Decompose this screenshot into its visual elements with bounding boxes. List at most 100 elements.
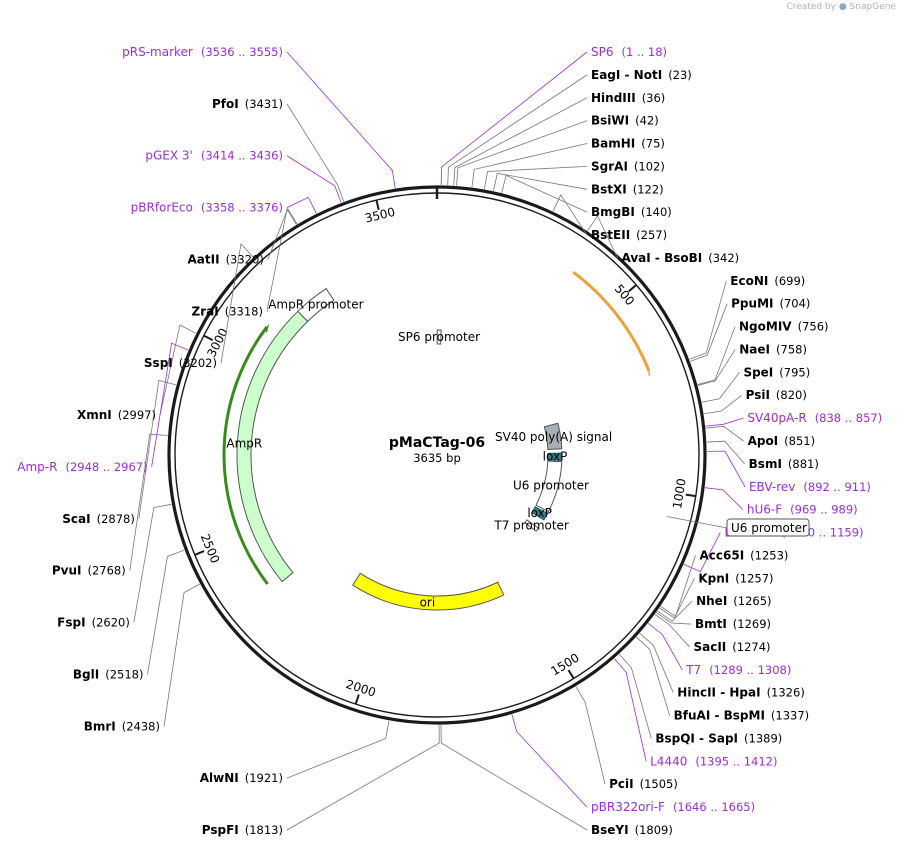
site-name: NgoMIV: [739, 320, 792, 334]
site-position: (795): [779, 365, 810, 379]
site-position: (1326): [767, 686, 805, 700]
tick-mark: [685, 493, 696, 498]
leader-line: [656, 612, 691, 625]
primer-range: (1 .. 18): [622, 45, 668, 59]
site-label: BmrI(2438): [84, 719, 160, 733]
leader-line: [286, 724, 440, 831]
leader-line: [706, 440, 745, 465]
tick-label: 1500: [548, 651, 581, 679]
feature-label: ori: [420, 596, 436, 610]
feature-label: AmpR promoter: [268, 298, 363, 312]
leader-line: [704, 487, 744, 510]
feature-loxp: [547, 452, 563, 461]
leader-line: [163, 583, 201, 727]
site-position: (3320): [226, 252, 264, 266]
leader-line: [647, 622, 683, 671]
site-position: (75): [641, 137, 665, 151]
site-label: BstXI(122): [591, 182, 664, 196]
site-name: ZraI: [192, 304, 219, 318]
site-label: AvaI - BsoBI(342): [622, 251, 740, 265]
site-position: (122): [633, 182, 664, 196]
leader-line: [587, 215, 618, 259]
feature-u6-promoter: [535, 460, 563, 513]
backbone: [167, 185, 707, 725]
site-label: AlwNI(1921): [200, 771, 283, 785]
leader-line: [456, 120, 588, 186]
leader-line: [471, 143, 588, 188]
leader-line: [614, 658, 647, 762]
tick-mark: [203, 334, 214, 342]
site-name: NheI: [696, 594, 727, 608]
leader-line: [483, 166, 588, 190]
primer-range: (892 .. 911): [803, 480, 871, 494]
feature-arc-head-1: [264, 323, 270, 333]
site-name: BglI: [73, 667, 99, 681]
credit-brand: SnapGene: [849, 2, 896, 12]
site-position: (102): [634, 159, 665, 173]
site-name: BmrI: [84, 719, 116, 733]
primer-label: SP6(1 .. 18): [591, 45, 667, 59]
leader-line: [286, 51, 396, 189]
leader-line: [575, 686, 606, 785]
leader-line: [159, 324, 197, 416]
plasmid-size: 3635 bp: [413, 451, 461, 465]
leader-line: [618, 653, 652, 739]
primer-name: L4440: [650, 754, 687, 768]
site-label: HincII - HpaI (1326): [677, 686, 805, 700]
site-label: BmgBI(140): [591, 205, 672, 219]
leader-line: [657, 600, 693, 622]
leader-line: [636, 636, 671, 716]
leader-line: [286, 155, 342, 203]
site-name: AlwNI: [200, 771, 239, 785]
tick-mark: [567, 669, 575, 680]
site-name: BsmI: [749, 457, 782, 471]
feature-arcs: [222, 270, 651, 585]
site-label: SgrAI(102): [591, 159, 665, 173]
feature-arc-1: [222, 325, 269, 585]
primer-name: Amp-R: [17, 460, 57, 474]
site-label: XmnI(2997): [77, 408, 156, 422]
site-name: BmtI: [695, 617, 727, 631]
tick-label: 3500: [364, 205, 397, 226]
site-labels: SP6(1 .. 18)EagI - NotI(23)HindIII(36)Bs…: [17, 45, 882, 837]
site-position: (699): [774, 274, 805, 288]
leader-line: [286, 196, 317, 214]
feature-label: AmpR: [226, 437, 262, 451]
leader-lines: [129, 51, 746, 831]
site-name: BfuAI - BspMI: [674, 709, 765, 723]
feature-label: SP6 promoter: [398, 330, 480, 344]
primer-label: L4440(1395 .. 1412): [650, 754, 777, 768]
site-name: KpnI: [698, 571, 729, 585]
site-label: ApoI(851): [748, 434, 816, 448]
site-label: FspI(2620): [57, 616, 130, 630]
center-title: pMaCTag-06 3635 bp: [389, 435, 485, 465]
callout-leader: [666, 516, 728, 529]
primer-label: SV40pA-R(838 .. 857): [747, 411, 882, 425]
site-position: (2518): [105, 667, 143, 681]
site-position: (1269): [733, 617, 771, 631]
primer-range: (2948 .. 2967): [65, 460, 147, 474]
leader-line: [220, 243, 254, 364]
leader-line: [493, 172, 588, 192]
site-position: (3318): [225, 304, 263, 318]
site-label: ScaI(2878): [62, 512, 135, 526]
leader-line: [511, 714, 588, 808]
site-name: AvaI - BsoBI: [622, 251, 703, 265]
leader-line: [705, 425, 744, 442]
leader-line: [447, 74, 588, 186]
site-label: NgoMIV(756): [739, 320, 829, 334]
site-label: PciI(1505): [609, 777, 678, 791]
site-position: (1257): [735, 571, 773, 585]
leader-line: [453, 97, 588, 186]
site-label: BsiWI(42): [591, 114, 659, 128]
feature-loxp: [531, 506, 549, 521]
site-label: PpuMI(704): [731, 297, 810, 311]
leader-line: [440, 51, 588, 186]
primer-name: pBRforEco: [131, 201, 193, 215]
site-label: PspFI(1813): [202, 823, 283, 837]
site-name: Acc65I: [699, 548, 744, 562]
site-name: HincII - HpaI: [677, 686, 760, 700]
site-name: PpuMI: [731, 297, 773, 311]
site-position: (36): [642, 91, 666, 105]
site-position: (1809): [635, 823, 673, 837]
